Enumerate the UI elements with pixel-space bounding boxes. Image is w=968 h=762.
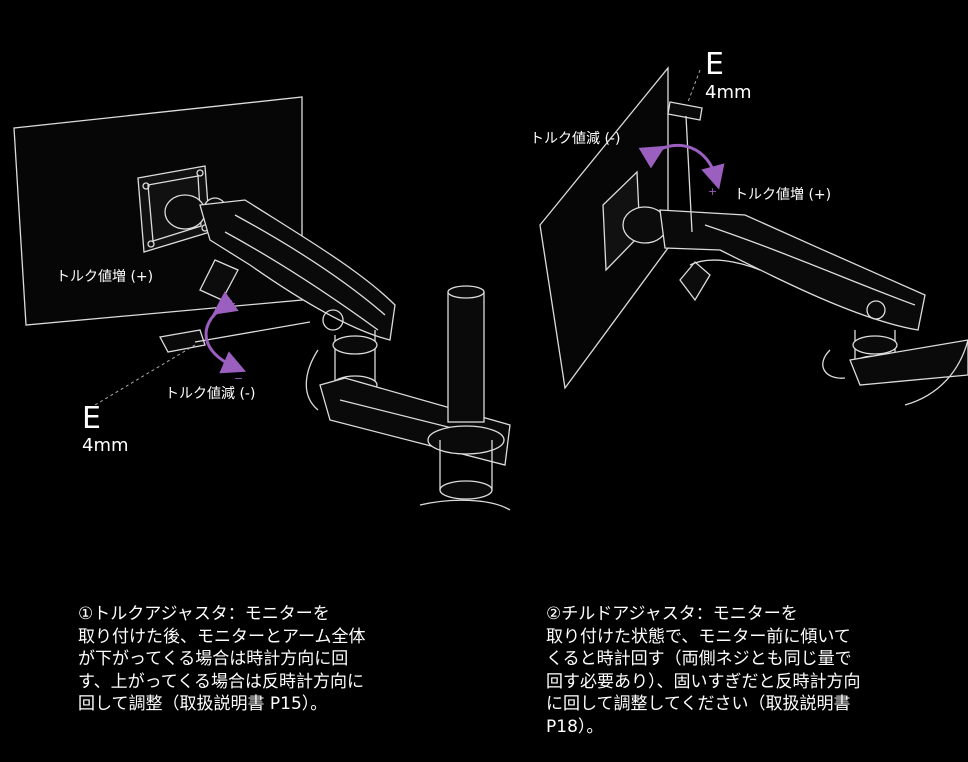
right-caption-line: ②チルドアジャスタ：モニターを bbox=[546, 604, 798, 624]
left-caption-line: 取り付けた後、モニターとアーム全体 bbox=[78, 626, 366, 647]
left-rotation-arrow bbox=[204, 291, 247, 374]
right-tool-size: 4mm bbox=[705, 82, 752, 103]
left-tool-size: 4mm bbox=[82, 435, 129, 456]
left-pole bbox=[447, 291, 485, 423]
svg-text:−: − bbox=[647, 150, 656, 163]
svg-text:+: + bbox=[227, 297, 236, 310]
right-upper-arm bbox=[659, 209, 926, 331]
left-caption-line: 回して調整（取扱説明書 P15）。 bbox=[78, 694, 328, 714]
right-torque-minus-label: トルク値減 (-) bbox=[530, 131, 621, 147]
left-tool-letter: E bbox=[82, 401, 101, 436]
svg-text:−: − bbox=[234, 372, 243, 385]
left-caption-line: ①トルクアジャスタ：モニターを bbox=[78, 604, 330, 624]
left-monitor-arm bbox=[13, 96, 511, 511]
left-torque-plus-label: トルク値増 (+) bbox=[56, 269, 154, 285]
left-hex-key-icon bbox=[159, 321, 311, 353]
left-caption-line: す、上がってくる場合は反時計方向に bbox=[78, 671, 364, 692]
right-guide-line bbox=[687, 69, 701, 103]
left-caption: ①トルクアジャスタ：モニターを 取り付けた後、モニターとアーム全体 が下がってく… bbox=[78, 603, 365, 716]
svg-text:+: + bbox=[708, 185, 717, 198]
right-lower-arm bbox=[849, 339, 968, 386]
right-caption-line: 回す必要あり）、固いすぎだと反時計方向 bbox=[546, 671, 861, 692]
right-caption-line: 取り付けた状態で、モニター前に傾いて bbox=[546, 626, 851, 647]
left-torque-minus-label: トルク値減 (-) bbox=[165, 386, 256, 402]
left-caption-line: が下がってくる場合は時計方向に回 bbox=[78, 649, 349, 669]
right-monitor-arm bbox=[539, 66, 968, 406]
right-caption-line: くると時計回す（両側ネジとも同じ量で bbox=[546, 649, 852, 669]
right-rotation-arrow bbox=[638, 143, 725, 190]
right-torque-plus-label: トルク値増 (+) bbox=[734, 187, 832, 203]
left-guide-line bbox=[94, 344, 196, 406]
left-upper-arm bbox=[199, 199, 396, 341]
right-caption: ②チルドアジャスタ：モニターを 取り付けた状態で、モニター前に傾いて くると時計… bbox=[546, 603, 861, 738]
right-caption-line: に回して調整してください（取扱説明書 bbox=[546, 694, 851, 714]
right-caption-line: P18）。 bbox=[546, 716, 604, 737]
right-tool-letter: E bbox=[705, 47, 724, 82]
